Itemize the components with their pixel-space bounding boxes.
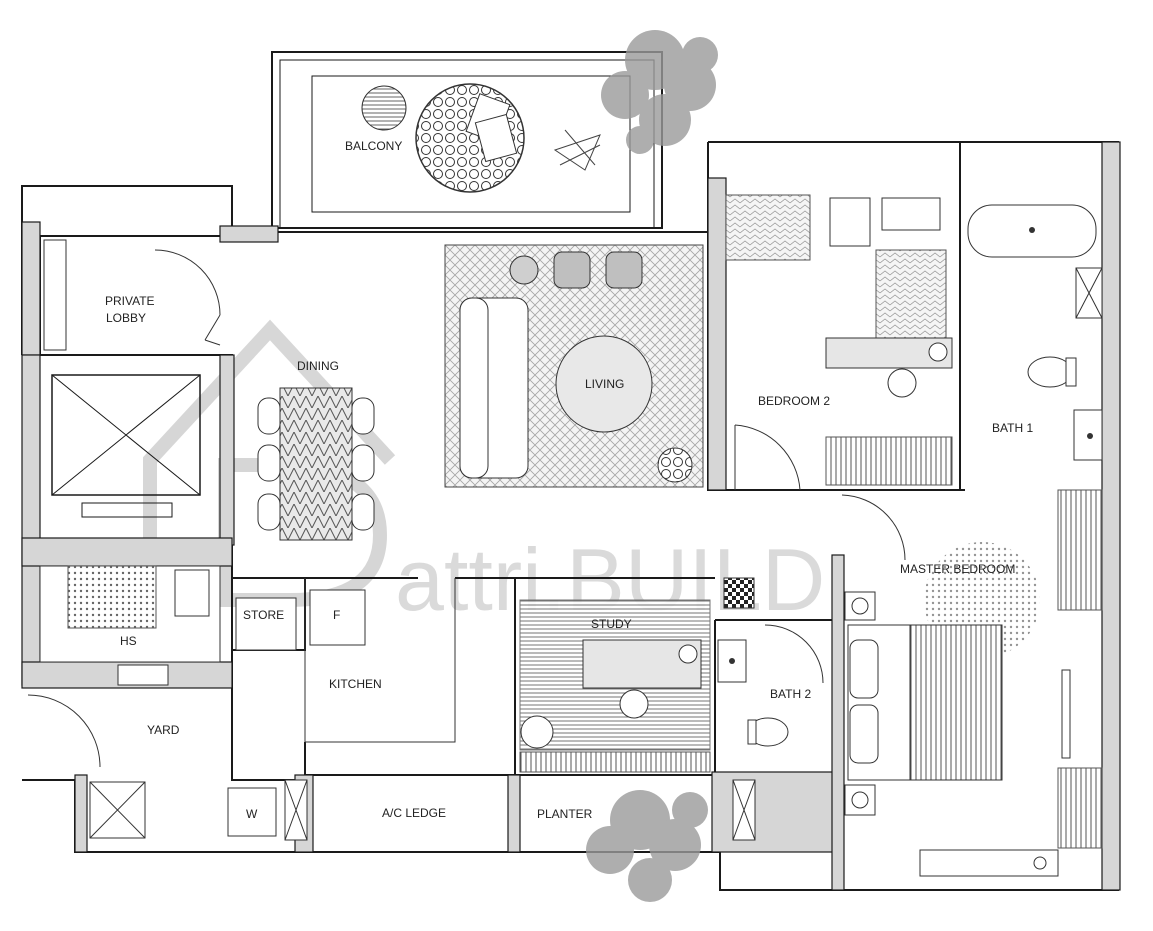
label-bath-1: BATH 1: [992, 421, 1033, 435]
wall-fills: [21, 141, 1121, 891]
lobby-door[interactable]: [43, 239, 221, 351]
label-living: LIVING: [585, 377, 624, 391]
study-furniture: [519, 599, 711, 773]
living-set: [444, 244, 704, 488]
balcony-furniture: [361, 83, 601, 193]
master-bedroom-door[interactable]: [841, 494, 906, 561]
label-private-lobby-1: PRIVATE: [105, 294, 155, 308]
bedroom2-furniture: [725, 194, 953, 486]
bath1-fixtures: [967, 204, 1103, 461]
label-hs: HS: [120, 634, 137, 648]
label-kitchen: KITCHEN: [329, 677, 382, 691]
label-dining: DINING: [297, 359, 339, 373]
tree-top: [601, 30, 718, 154]
label-fridge: F: [333, 608, 340, 622]
bath2-fixtures: [717, 624, 824, 747]
bedroom2-door[interactable]: [734, 424, 801, 491]
label-balcony: BALCONY: [345, 139, 402, 153]
label-bath-2: BATH 2: [770, 687, 811, 701]
label-ac-ledge: A/C LEDGE: [382, 806, 446, 820]
label-store: STORE: [243, 608, 284, 622]
room-labels: BALCONY PRIVATE LOBBY DINING LIVING BEDR…: [105, 139, 1033, 821]
lift-shaft: [51, 374, 201, 518]
tree-bottom: [586, 790, 708, 902]
yard-fixtures: [27, 694, 756, 841]
label-bedroom-2: BEDROOM 2: [758, 394, 830, 408]
label-planter: PLANTER: [537, 807, 593, 821]
label-yard: YARD: [147, 723, 180, 737]
dining-set: [257, 387, 375, 541]
hs-furniture: [39, 565, 221, 686]
label-washer: W: [246, 807, 258, 821]
label-master-bedroom: MASTER BEDROOM: [900, 562, 1015, 576]
label-study: STUDY: [591, 617, 632, 631]
kitchen-fixtures: [235, 578, 456, 743]
master-bedroom-furniture: [723, 489, 1103, 877]
label-private-lobby-2: LOBBY: [106, 311, 146, 325]
